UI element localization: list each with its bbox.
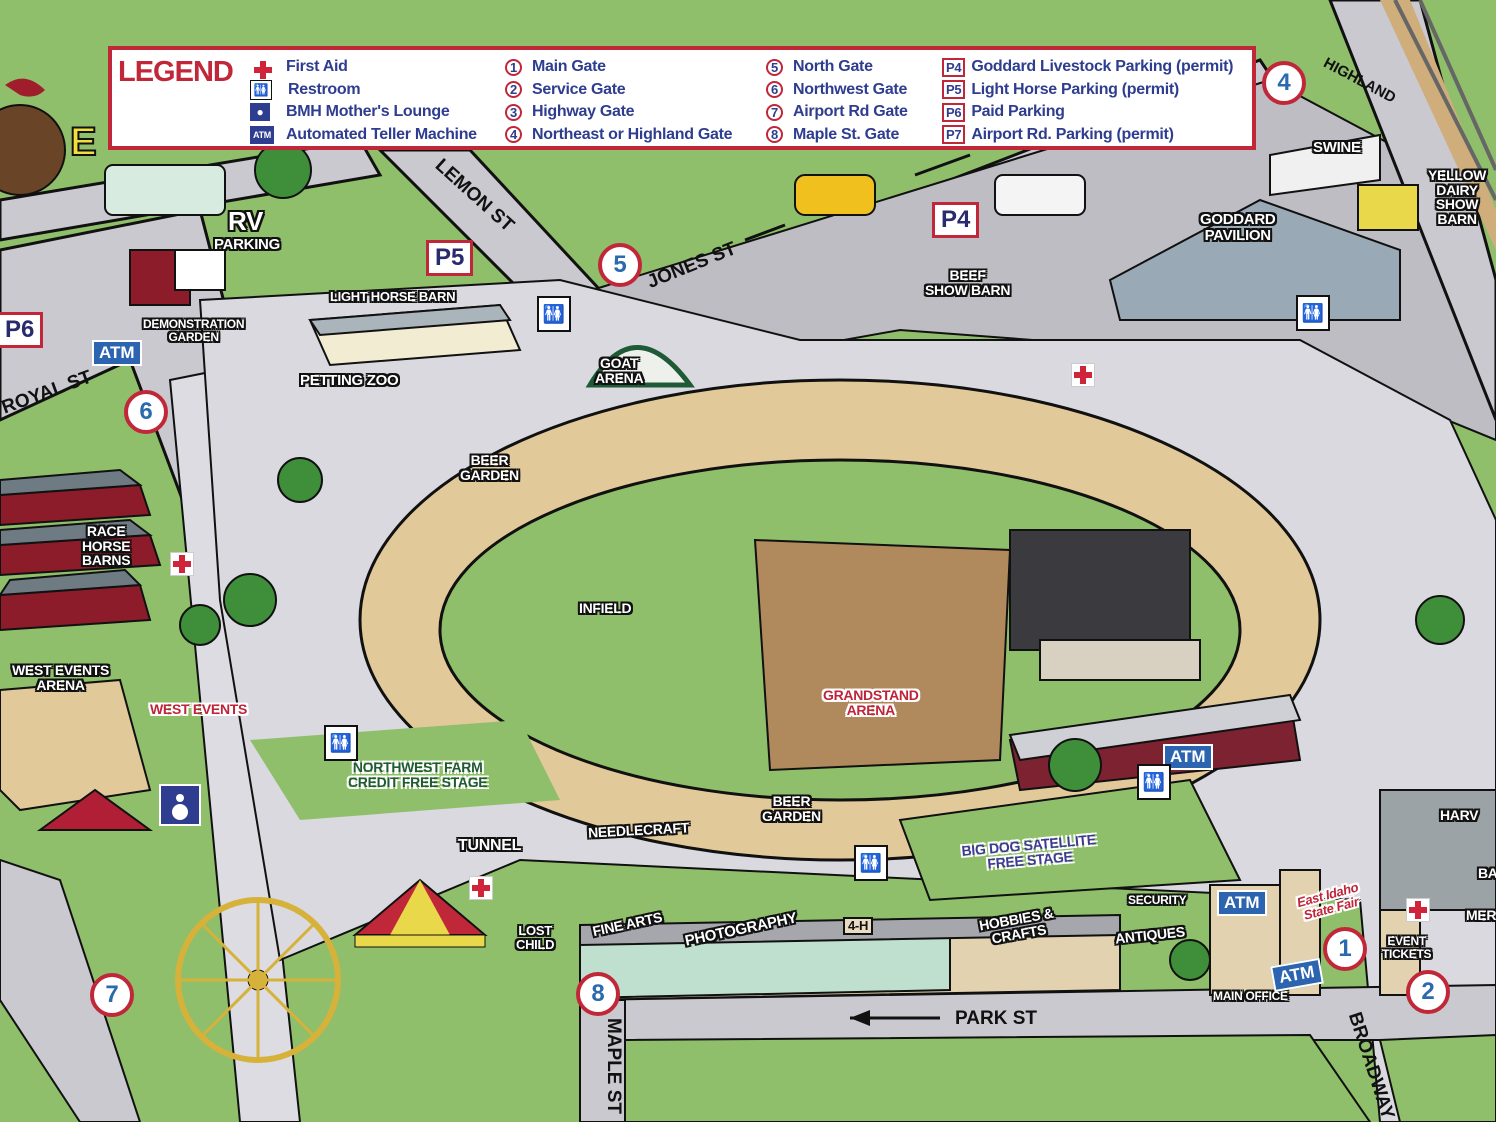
label-west-events: WEST EVENTS (150, 701, 248, 717)
label-security: SECURITY (1128, 893, 1187, 907)
first-aid-icon[interactable] (469, 876, 493, 900)
label-light-horse-barn: LIGHT HORSE BARN (330, 289, 456, 304)
parking-code-icon: P4 (942, 57, 966, 77)
label-tunnel: TUNNEL (458, 837, 522, 854)
label-mer-partial: MER (1466, 907, 1496, 923)
gate-number-icon: 5 (766, 58, 783, 76)
restroom-icon: 🚻 (250, 79, 272, 100)
label-main-office: MAIN OFFICE (1213, 989, 1288, 1003)
parking-sign-p6[interactable]: P6 (0, 312, 44, 348)
gate-number-icon: 3 (505, 103, 522, 121)
parking-code-icon: P5 (942, 80, 966, 100)
label-petting-zoo: PETTING ZOO (300, 372, 399, 389)
mothers-lounge-icon: ● (250, 103, 270, 122)
legend-item-mothers-lounge: ● BMH Mother's Lounge (250, 101, 477, 124)
label-swine: SWINE (1313, 139, 1361, 156)
parking-sign-p4[interactable]: P4 (932, 202, 980, 238)
legend-item-atm: ATM Automated Teller Machine (250, 124, 477, 147)
restroom-icon[interactable]: 🚻 (324, 725, 358, 761)
gate-number-icon: 6 (766, 81, 783, 99)
gate-4-marker[interactable]: 4 (1262, 61, 1306, 105)
label-ba-partial: BA (1478, 865, 1496, 881)
parking-code-icon: P6 (942, 102, 966, 122)
atm-marker-northwest[interactable]: ATM (92, 340, 142, 366)
first-aid-icon[interactable] (1406, 898, 1430, 922)
gate-number-icon: 4 (505, 126, 522, 144)
gate-number-icon: 7 (766, 103, 783, 121)
legend-symbols: First Aid 🚻 Restroom ● BMH Mother's Loun… (250, 56, 477, 146)
street-maple: MAPLE ST (603, 1017, 625, 1115)
parking-code-icon: P7 (942, 125, 966, 145)
parking-sign-p5[interactable]: P5 (426, 240, 474, 276)
first-aid-icon (250, 58, 272, 80)
gate-7-marker[interactable]: 7 (90, 973, 134, 1017)
label-4h: 4-H (843, 917, 874, 935)
gate-6-marker[interactable]: 6 (124, 390, 168, 434)
gate-5-marker[interactable]: 5 (598, 243, 642, 287)
first-aid-icon[interactable] (1071, 363, 1095, 387)
restroom-icon[interactable]: 🚻 (537, 296, 571, 332)
label-rv: RV (228, 206, 264, 236)
first-aid-icon[interactable] (170, 552, 194, 576)
gate-2-marker[interactable]: 2 (1406, 970, 1450, 1014)
street-park: PARK ST (955, 1008, 1037, 1029)
gate-number-icon: 2 (505, 81, 522, 99)
label-harvest-partial: HARV (1440, 807, 1479, 823)
gate-number-icon: 8 (766, 126, 783, 144)
label-rv-parking: PARKING (214, 236, 280, 253)
map-legend: LEGEND First Aid 🚻 Restroom ● BMH Mother… (108, 46, 1256, 150)
restroom-icon[interactable]: 🚻 (1296, 295, 1330, 331)
restroom-icon[interactable]: 🚻 (1137, 764, 1171, 800)
atm-marker-security[interactable]: ATM (1217, 890, 1267, 916)
gate-8-marker[interactable]: 8 (576, 972, 620, 1016)
legend-title: LEGEND (118, 56, 234, 88)
legend-item-restroom: 🚻 Restroom (250, 79, 477, 102)
atm-icon: ATM (250, 125, 274, 144)
legend-item-first-aid: First Aid (250, 56, 477, 80)
gate-number-icon: 1 (505, 58, 522, 76)
restroom-icon[interactable]: 🚻 (854, 845, 888, 881)
svg-text:E: E (70, 120, 97, 164)
atm-marker-grandstand[interactable]: ATM (1163, 744, 1213, 770)
label-infield: INFIELD (579, 600, 632, 616)
gate-1-marker[interactable]: 1 (1323, 927, 1367, 971)
